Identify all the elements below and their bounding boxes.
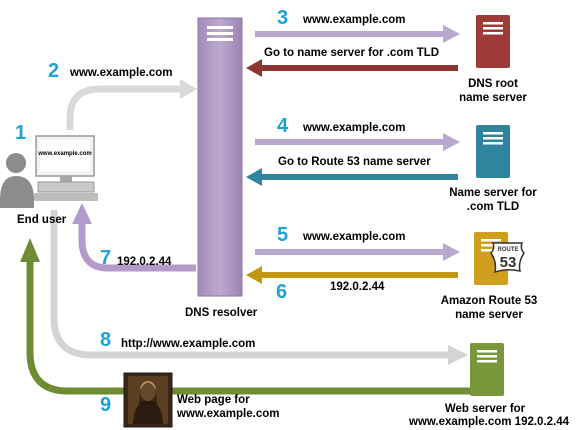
arrow-webpage-head (20, 238, 40, 262)
arrow-request-path (50, 210, 452, 359)
arrow-5-label: www.example.com (303, 231, 406, 243)
arrow-7-label: 192.0.2.44 (117, 256, 172, 268)
web-server-label-1: Web server for (444, 403, 526, 415)
arrow-3-back-label: Go to name server for .com TLD (264, 47, 440, 59)
step-3-number: 3 (277, 7, 289, 29)
root-server-label-2: name server (459, 92, 527, 104)
arrow-2-label: www.example.com (70, 67, 173, 79)
response-arrows (246, 59, 458, 284)
step-6-number: 6 (276, 281, 288, 303)
arrow-request-head (448, 345, 468, 365)
arrow-4-label: www.example.com (303, 122, 406, 134)
end-user-label: End user (17, 214, 67, 226)
arrow-4-back-label: Go to Route 53 name server (278, 156, 431, 168)
step-1-number: 1 (15, 122, 27, 144)
route53-label-1: Amazon Route 53 (440, 295, 538, 307)
route53-label-2: name server (455, 309, 523, 321)
arrow-query-to-resolver (66, 85, 182, 130)
route53-badge-num: 53 (500, 254, 517, 271)
step-4-number: 4 (277, 115, 289, 137)
arrow-query-to-resolver-head (180, 79, 197, 99)
dns-resolver-icon (197, 17, 243, 297)
query-arrows (255, 25, 460, 261)
dns-resolver-label: DNS resolver (185, 307, 258, 319)
end-user-icon (0, 153, 34, 208)
arrow-webpage-path (26, 258, 470, 395)
step-8-number: 8 (100, 329, 112, 351)
root-server-icon (476, 15, 510, 68)
step-7-number: 7 (100, 247, 112, 269)
route53-badge-top: ROUTE (498, 247, 519, 253)
tld-server-label-2: .com TLD (466, 201, 520, 213)
tld-server-icon (476, 125, 510, 178)
root-server-label-1: DNS root (468, 78, 518, 90)
web-page-label-1: Web page for (177, 394, 250, 406)
step-2-number: 2 (48, 60, 60, 82)
computer-icon (34, 135, 98, 201)
web-page-label-2: www.example.com (177, 408, 280, 420)
arrow-answer-to-user (78, 222, 196, 272)
step-9-number: 9 (100, 394, 112, 416)
tld-server-label-1: Name server for (449, 187, 537, 199)
step-5-number: 5 (277, 224, 289, 246)
web-page-thumbnail-icon (123, 372, 173, 428)
web-server-label-2: www.example.com 192.0.2.44 (409, 416, 570, 428)
arrow-answer-to-user-head (72, 203, 92, 224)
route53-server-icon (474, 232, 525, 285)
arrow-6-label: 192.0.2.44 (330, 281, 385, 293)
arrow-8-label: http://www.example.com (121, 338, 256, 350)
arrow-3-label: www.example.com (303, 14, 406, 26)
computer-screen-text: www.example.com (37, 151, 91, 157)
web-server-icon (470, 343, 504, 396)
